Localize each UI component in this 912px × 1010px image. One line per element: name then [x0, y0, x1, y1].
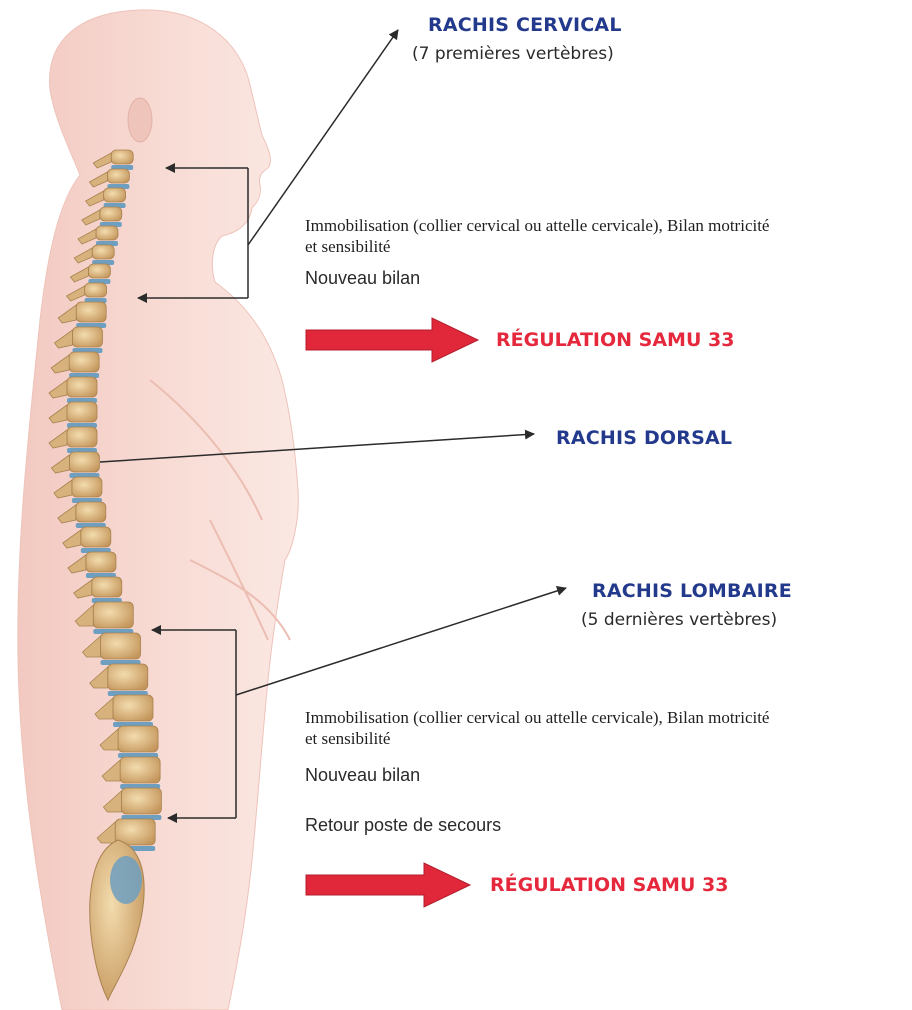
vertebra: [69, 352, 99, 372]
lombaire-title: RACHIS LOMBAIRE: [592, 580, 792, 602]
vertebra: [120, 757, 160, 783]
sacral-foramen: [110, 856, 142, 904]
lombaire-subtitle: (5 dernières vertèbres): [581, 610, 777, 630]
vertebra: [96, 226, 118, 240]
cervical-title: RACHIS CERVICAL: [428, 14, 622, 36]
cervical-note-line1: Immobilisation (collier cervical ou atte…: [305, 216, 769, 236]
cervical-red-arrow: [306, 318, 478, 362]
vertebra: [113, 695, 153, 721]
cervical-followup: Nouveau bilan: [305, 268, 420, 289]
vertebra: [92, 245, 114, 259]
vertebra: [76, 302, 106, 322]
vertebra: [67, 427, 97, 447]
lombaire-regulation: RÉGULATION SAMU 33: [490, 874, 728, 896]
vertebra: [111, 150, 133, 164]
vertebra: [100, 207, 122, 221]
vertebra: [81, 527, 111, 547]
cervical-regulation: RÉGULATION SAMU 33: [496, 329, 734, 351]
vertebra: [67, 402, 97, 422]
vertebra: [76, 502, 106, 522]
vertebra: [104, 188, 126, 202]
cervical-note-line2: et sensibilité: [305, 237, 390, 257]
lombaire-red-arrow: [306, 863, 470, 907]
vertebra: [86, 552, 116, 572]
vertebra: [92, 577, 122, 597]
vertebra: [69, 452, 99, 472]
ear: [128, 98, 152, 142]
cervical-subtitle: (7 premières vertèbres): [412, 44, 614, 64]
lombaire-pointer-arrow: [236, 588, 566, 695]
vertebra: [107, 169, 129, 183]
lombaire-return: Retour poste de secours: [305, 815, 501, 836]
vertebra: [85, 283, 107, 297]
vertebra: [67, 377, 97, 397]
dorsal-title: RACHIS DORSAL: [556, 427, 732, 449]
vertebra: [72, 327, 102, 347]
vertebra: [72, 477, 102, 497]
lombaire-followup: Nouveau bilan: [305, 765, 420, 786]
lombaire-note-line1: Immobilisation (collier cervical ou atte…: [305, 708, 769, 728]
lombaire-note-line2: et sensibilité: [305, 729, 390, 749]
vertebra: [93, 602, 133, 628]
vertebra: [118, 726, 158, 752]
vertebra: [121, 788, 161, 814]
vertebra: [108, 664, 148, 690]
vertebra: [88, 264, 110, 278]
vertebra: [101, 633, 141, 659]
cervical-pointer-arrow: [248, 30, 398, 245]
